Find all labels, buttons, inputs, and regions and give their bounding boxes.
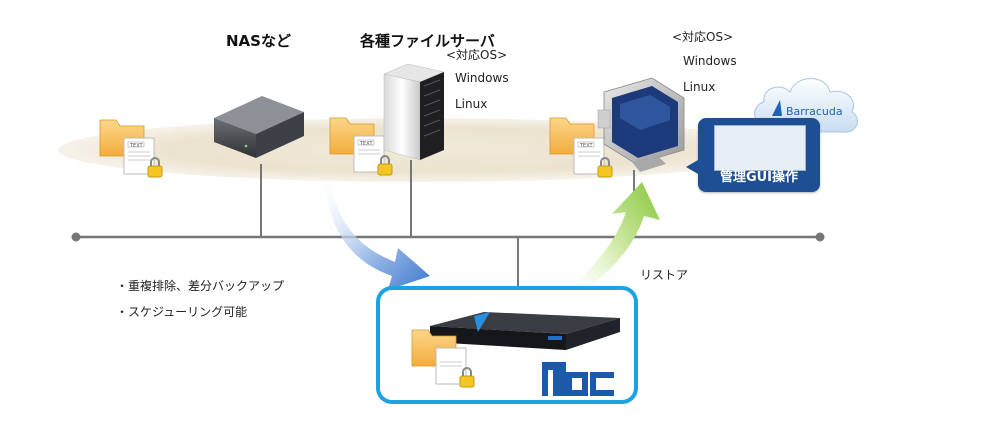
pc-monitor-icon [597,77,685,172]
barracuda-brand-text: Barracuda [786,105,843,118]
nas-device-icon [214,96,304,158]
mdc-logo-front [542,362,614,396]
gui-operation-label: 管理GUI操作 [719,170,799,185]
supported-os-heading-center: <対応OS> [446,48,508,62]
bus-endpoint-left [71,232,81,242]
backup-arrow [324,182,430,290]
file-servers-label: 各種ファイルサーバ [360,32,495,50]
restore-label: リストア [640,268,689,282]
management-gui-panel: 管理GUI操作 [698,118,820,192]
supported-os-heading-right: <対応OS> [672,30,734,44]
bus-endpoint-right [815,232,825,242]
windows-label-center: Windows [455,71,509,85]
restore-arrow [566,182,660,296]
svg-text:TEXT: TEXT [359,141,374,147]
windows-label-right: Windows [683,54,737,68]
linux-label-center: Linux [455,97,488,111]
backup-appliance-icon-front [430,312,620,350]
feature-item: ・スケジューリング可能 [116,305,248,319]
doc-tag-text: TEXT [129,143,144,149]
nas-label: NASなど [226,32,291,50]
feature-item: ・重複排除、差分バックアップ [116,279,285,293]
folder-doc-icon-center: TEXT [329,117,393,176]
gui-panel-pointer [686,160,698,174]
file-server-tower-icon [383,63,445,161]
folder-doc-icon-left: TEXT [99,119,163,178]
linux-label-right: Linux [683,80,716,94]
svg-text:TEXT: TEXT [579,143,594,149]
gui-screenshot-thumbnail [714,125,806,171]
folder-doc-icon-right: TEXT [549,117,613,178]
folder-doc-icon-appliance-front [411,329,475,388]
